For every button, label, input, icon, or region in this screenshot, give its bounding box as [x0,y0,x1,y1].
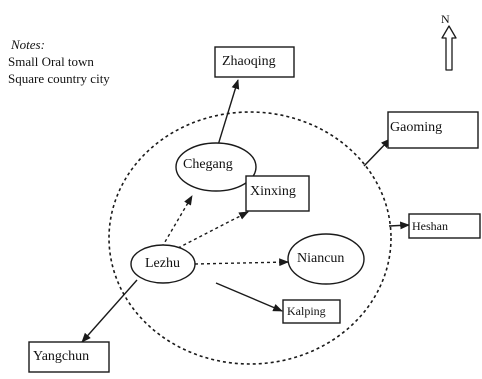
arrow-region-gaoming [363,138,391,167]
notes-line-city: Square country city [8,71,110,86]
label-heshan: Heshan [412,219,448,233]
city-heshan-box [408,213,481,239]
region-boundary [108,111,392,365]
city-xinxing-box [245,175,310,212]
arrow-lezhu-yangchun [81,279,138,343]
arrow-lezhu-kaiping [215,282,283,312]
arrow-lezhu-niancun [194,258,289,267]
arrow-lezhu-chegang [161,195,193,248]
town-niancun-ellipse [287,233,365,285]
label-kaiping: Kalping [287,304,326,318]
notes-title: Notes: [11,37,45,52]
label-zhaoqing: Zhaoqing [222,54,276,69]
label-yangchun: Yangchun [33,349,90,364]
north-label: N [441,12,450,26]
map-notes: Notes: Small Oral town Square country ci… [8,36,110,87]
city-yangchun-box [28,341,110,373]
town-lezhu-ellipse [130,244,196,284]
notes-line-town: Small Oral town [8,54,94,69]
label-chegang: Chegang [183,157,233,172]
label-xinxing: Xinxing [250,184,296,199]
arrow-region-heshan [388,221,410,230]
label-gaoming: Gaoming [390,120,443,135]
city-kaiping-box [282,299,341,324]
city-gaoming-box [387,111,479,149]
city-zhaoqing-box [214,46,295,78]
label-niancun: Niancun [297,251,345,266]
arrow-lezhu-xinxing [177,211,249,249]
north-arrow-icon [441,25,457,71]
label-lezhu: Lezhu [145,256,180,271]
town-chegang-ellipse [175,142,257,192]
